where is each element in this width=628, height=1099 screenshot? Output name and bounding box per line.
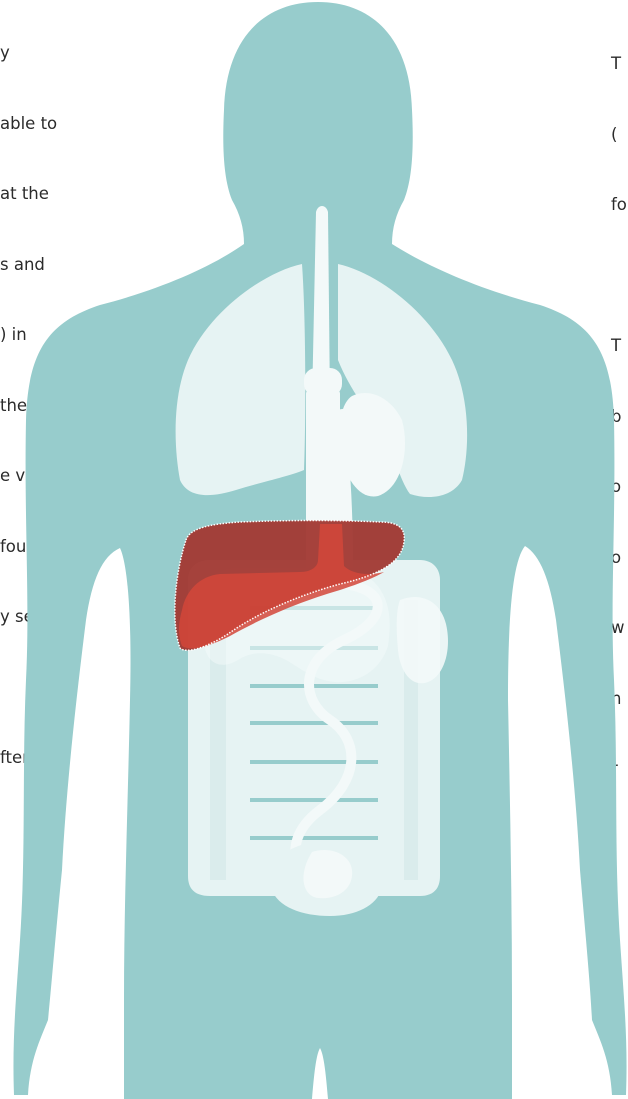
anatomy-illustration (0, 0, 628, 1099)
